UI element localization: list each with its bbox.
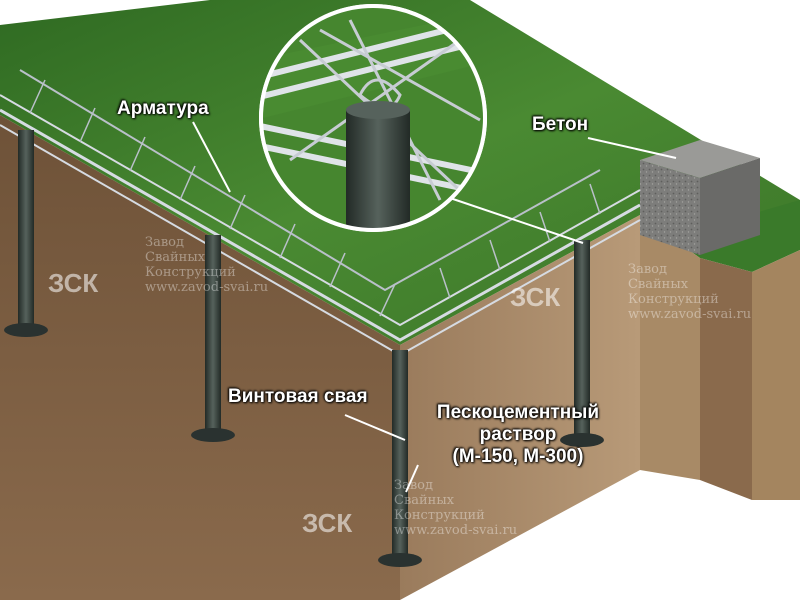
watermark-line2: Свайных bbox=[628, 277, 689, 292]
watermark-text-2: Завод Свайных Конструкций www.zavod-svai… bbox=[628, 262, 751, 322]
watermark-url: www.zavod-svai.ru bbox=[145, 280, 269, 295]
watermark-logo-2: ЗСК bbox=[510, 282, 561, 312]
screw-pile-4 bbox=[560, 240, 604, 447]
watermark-text-3: Завод Свайных Конструкций www.zavod-svai… bbox=[394, 478, 517, 538]
leader-lines bbox=[192, 121, 677, 493]
rebar-ties bbox=[29, 79, 601, 317]
screw-pile-3 bbox=[378, 350, 422, 567]
watermark-logo-3: ЗСК bbox=[302, 508, 353, 538]
screw-pile-label: Винтовая свая bbox=[228, 386, 368, 407]
rebar-label: Арматура bbox=[117, 98, 209, 119]
mortar-label-line3: (М-150, М-300) bbox=[452, 446, 584, 467]
watermark-logo-1: ЗСК bbox=[48, 268, 99, 298]
watermark-url: www.zavod-svai.ru bbox=[394, 523, 518, 538]
watermark-text-1: Завод Свайных Конструкций www.zavod-svai… bbox=[145, 235, 268, 295]
watermark-line1: Завод bbox=[628, 262, 667, 277]
watermark-line2: Свайных bbox=[145, 250, 206, 265]
watermark-line3: Конструкций bbox=[394, 508, 485, 523]
screw-pile-1 bbox=[4, 130, 48, 337]
concrete-block bbox=[640, 140, 760, 255]
soil-front bbox=[0, 115, 400, 600]
watermark-url: www.zavod-svai.ru bbox=[628, 307, 752, 322]
watermark-line1: Завод bbox=[394, 478, 433, 493]
mortar-label-line1: Пескоцементный bbox=[436, 402, 600, 423]
concrete-label: Бетон bbox=[532, 114, 589, 135]
mortar-label: Пескоцементный раствор (М-150, М-300) bbox=[418, 402, 618, 468]
watermark-line2: Свайных bbox=[394, 493, 455, 508]
watermark-line3: Конструкций bbox=[145, 265, 236, 280]
watermark-line3: Конструкций bbox=[628, 292, 719, 307]
screw-pile-2 bbox=[191, 235, 235, 442]
magnifier-detail bbox=[259, 4, 487, 232]
mortar-label-line2: раствор bbox=[479, 424, 557, 445]
watermark-line1: Завод bbox=[145, 235, 184, 250]
